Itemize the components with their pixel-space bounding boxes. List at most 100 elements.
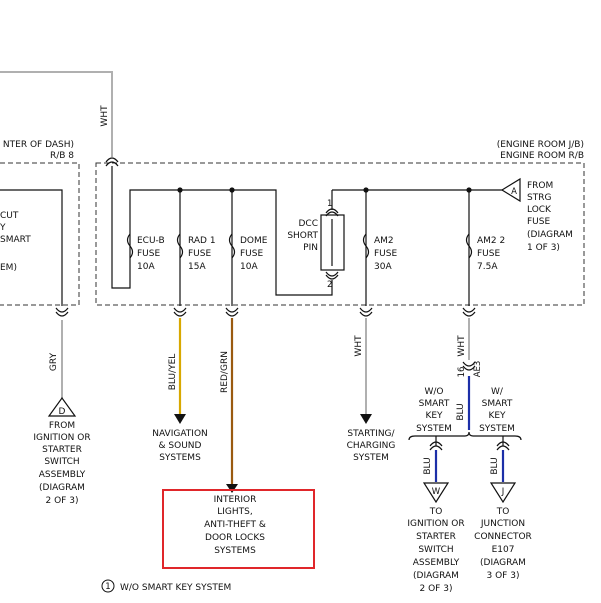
svg-text:SYSTEMS: SYSTEMS [214, 546, 256, 556]
svg-text:SYSTEM: SYSTEM [353, 453, 389, 463]
svg-text:JUNCTION: JUNCTION [480, 519, 525, 529]
svg-text:(DIAGRAM: (DIAGRAM [413, 571, 459, 581]
svg-text:DCC: DCC [299, 219, 319, 229]
svg-text:CONNECTOR: CONNECTOR [474, 532, 532, 542]
footnote-text: W/O SMART KEY SYSTEM [120, 583, 231, 593]
svg-text:E107: E107 [492, 545, 515, 555]
svg-text:FROM: FROM [49, 421, 75, 431]
connector-ae3 [462, 361, 476, 367]
svg-text:AM2 2: AM2 2 [477, 236, 505, 246]
engine-room-box: (ENGINE ROOM J/B) ENGINE ROOM R/B [95, 140, 585, 306]
fuse-am2: AM2 FUSE 30A [374, 236, 397, 272]
center-dash-label-1: NTER OF DASH) [3, 140, 74, 150]
engine-room-label-2: ENGINE ROOM R/B [500, 151, 584, 161]
svg-text:SWITCH: SWITCH [418, 545, 453, 555]
svg-text:SMART: SMART [482, 399, 513, 409]
dcc-short-pin: 1 2 DCC SHORT PIN [232, 189, 345, 296]
svg-text:10A: 10A [240, 262, 258, 272]
svg-text:FUSE: FUSE [240, 249, 263, 259]
svg-text:KEY: KEY [488, 411, 506, 421]
svg-text:NAVIGATION: NAVIGATION [152, 429, 208, 439]
svg-text:W/: W/ [491, 387, 504, 397]
footnote: 1 W/O SMART KEY SYSTEM [101, 579, 231, 593]
svg-text:FUSE: FUSE [477, 249, 500, 259]
starting-charging-label: STARTING/ CHARGING SYSTEM [347, 429, 396, 463]
svg-text:3 OF 3): 3 OF 3) [487, 571, 520, 581]
svg-text:KEY: KEY [425, 411, 443, 421]
fuse-symbols [126, 233, 473, 259]
wire-label-blu-right: BLU [490, 457, 500, 474]
svg-text:FUSE: FUSE [188, 249, 211, 259]
fuse-dome: DOME FUSE 10A [240, 236, 268, 272]
arrow-down-icon [226, 484, 238, 493]
svg-text:SMART: SMART [419, 399, 450, 409]
svg-text:1: 1 [105, 582, 110, 592]
svg-text:TO: TO [429, 507, 443, 517]
svg-text:SHORT: SHORT [287, 231, 318, 241]
wire-label-red-grn: RED/GRN [220, 351, 230, 393]
split-brace [408, 431, 522, 441]
box-bottom-connectors [173, 307, 476, 317]
fuse-am2-2: AM2 2 FUSE 7.5A [477, 236, 505, 272]
triangle-j-icon [489, 482, 517, 504]
svg-text:(DIAGRAM: (DIAGRAM [480, 558, 526, 568]
svg-text:10A: 10A [137, 262, 155, 272]
svg-text:7.5A: 7.5A [477, 262, 498, 272]
svg-text:A: A [511, 187, 517, 197]
svg-text:STARTING/: STARTING/ [347, 429, 395, 439]
fuse-rad-1: RAD 1 FUSE 15A [188, 236, 216, 272]
ae3-label: AE3 [473, 361, 483, 378]
svg-text:D: D [59, 407, 66, 417]
svg-text:RAD 1: RAD 1 [188, 236, 216, 246]
svg-text:1: 1 [327, 199, 332, 209]
wire-label-blu-left: BLU [423, 457, 433, 474]
svg-text:W/O: W/O [424, 387, 443, 397]
svg-text:ECU-B: ECU-B [137, 236, 165, 246]
wire-label-blu-mid: BLU [456, 403, 466, 420]
interior-lights-label: INTERIOR LIGHTS, ANTI-THEFT & DOOR LOCKS… [204, 495, 266, 556]
center-dash-label-2: R/B 8 [50, 151, 74, 161]
svg-text:PIN: PIN [303, 243, 318, 253]
nav-sound-label: NAVIGATION & SOUND SYSTEMS [152, 429, 208, 463]
svg-text:FUSE: FUSE [374, 249, 397, 259]
triangle-d-icon [47, 396, 77, 417]
svg-text:TO: TO [496, 507, 510, 517]
arrow-down-icon [360, 414, 372, 424]
engine-room-label-1: (ENGINE ROOM J/B) [497, 140, 584, 150]
svg-text:(DIAGRAM: (DIAGRAM [527, 230, 573, 240]
svg-text:ANTI-THEFT &: ANTI-THEFT & [204, 520, 266, 530]
svg-text:FROM: FROM [527, 181, 553, 191]
wire-label-wht-mid: WHT [354, 335, 364, 357]
w-smart-key-label: W/ SMART KEY SYSTEM [479, 387, 515, 434]
wire-label-gry: GRY [49, 352, 59, 371]
svg-text:SWITCH: SWITCH [44, 457, 79, 467]
svg-text:DOME: DOME [240, 236, 268, 246]
connector-top-wht [105, 157, 119, 163]
svg-text:15A: 15A [188, 262, 206, 272]
svg-text:IGNITION OR: IGNITION OR [407, 519, 464, 529]
svg-text:CHARGING: CHARGING [347, 441, 396, 451]
svg-text:ASSEMBLY: ASSEMBLY [39, 470, 86, 480]
left-cut-text: CUT Y SMART EM) [0, 211, 31, 273]
to-ignition-connector: W TO IGNITION OR STARTER SWITCH ASSEMBLY… [407, 482, 465, 594]
main-bus [111, 166, 232, 289]
svg-text:SYSTEMS: SYSTEMS [159, 453, 201, 463]
svg-text:STARTER: STARTER [416, 532, 456, 542]
svg-text:EM): EM) [0, 263, 17, 273]
wire-label-wht-top: WHT [100, 105, 110, 127]
svg-text:DOOR LOCKS: DOOR LOCKS [205, 533, 265, 543]
from-ignition-connector: D FROM IGNITION OR STARTER SWITCH ASSEMB… [33, 396, 91, 506]
svg-text:1 OF 3): 1 OF 3) [527, 243, 560, 253]
arrow-down-icon [174, 414, 186, 424]
svg-text:INTERIOR: INTERIOR [214, 495, 257, 505]
svg-text:ASSEMBLY: ASSEMBLY [413, 558, 460, 568]
triangle-w-icon [422, 482, 450, 504]
svg-text:FUSE: FUSE [137, 249, 160, 259]
svg-text:Y: Y [0, 223, 6, 233]
footnote-number-icon [101, 579, 115, 593]
svg-text:W: W [432, 487, 441, 497]
fuse-ecu-b: ECU-B FUSE 10A [137, 236, 165, 272]
svg-text:AM2: AM2 [374, 236, 394, 246]
svg-text:FUSE: FUSE [527, 217, 550, 227]
